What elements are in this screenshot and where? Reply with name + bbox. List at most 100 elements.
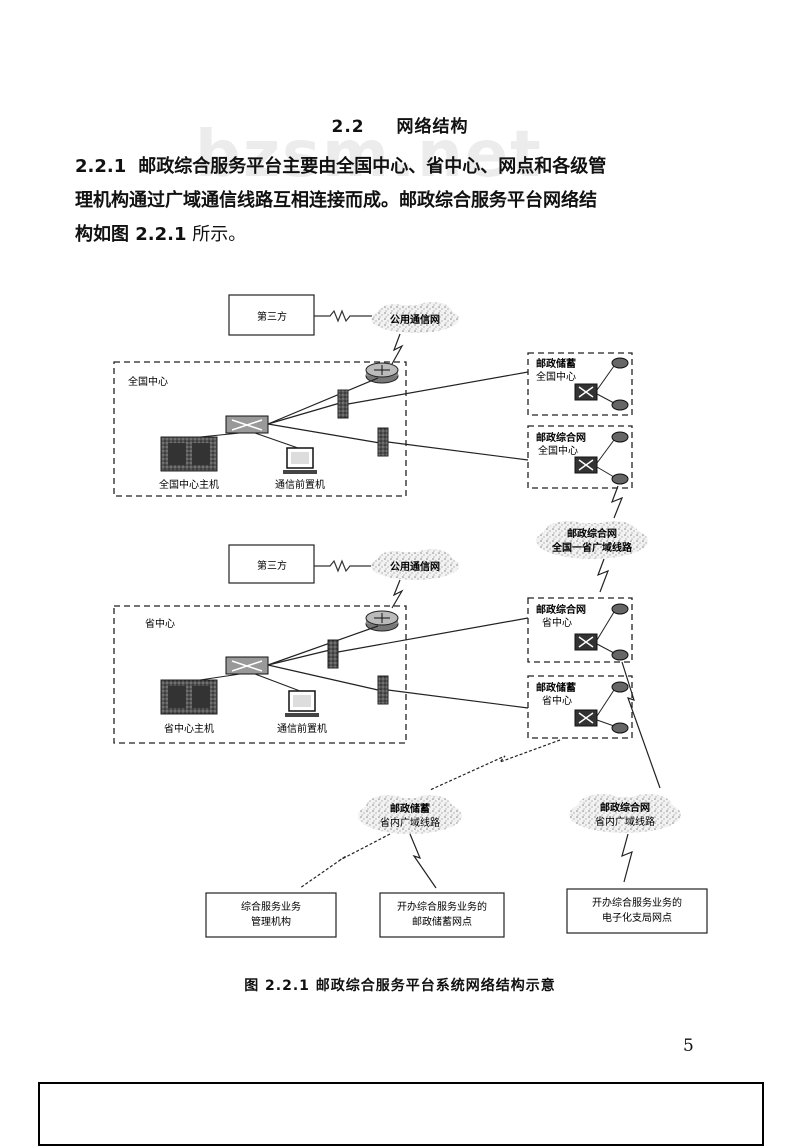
management-label-2: 管理机构: [251, 915, 291, 928]
province-frontend-label: 通信前置机: [277, 722, 327, 735]
outlets-label-2: 邮政储蓄网点: [412, 915, 472, 928]
management-box: [205, 892, 337, 938]
savings-national-label-2: 全国中心: [536, 370, 576, 383]
router-icon: [611, 357, 629, 369]
link-host-switch-province: [199, 673, 241, 681]
service-national-box: [527, 425, 633, 489]
third-party-box-national: [228, 294, 315, 336]
paragraph-line-1: 2.2.1 邮政综合服务平台主要由全国中心、省中心、网点和各级管: [75, 150, 725, 184]
link-to-savings-national: [347, 371, 529, 405]
link-switch-router-national: [267, 377, 379, 425]
paragraph-text-3a: 构如图 2.2.1: [75, 224, 187, 245]
savings-national-box: [527, 352, 633, 416]
link-switch-firewall1-national: [267, 402, 341, 425]
outlets-box: [379, 892, 505, 938]
service-province-box: [527, 597, 633, 663]
body-paragraph: 2.2.1 邮政综合服务平台主要由全国中心、省中心、网点和各级管 理机构通过广域通…: [75, 150, 725, 252]
national-host-label: 全国中心主机: [159, 478, 219, 491]
link-cloud-label-1: 邮政综合网: [567, 527, 617, 540]
outlets-label-1: 开办综合服务业务的: [397, 900, 487, 913]
public-network-cloud-national: [371, 302, 459, 333]
switch-icon: [225, 415, 269, 434]
lightning-link-service-wan: [621, 661, 661, 789]
section-title: 网络结构: [396, 117, 469, 137]
router-icon: [611, 649, 629, 661]
lightning-link-from-cloud: [596, 558, 610, 593]
link-switch-firewall2-national: [267, 423, 381, 444]
bottom-frame: [38, 1082, 764, 1146]
service-province-label-2: 省中心: [542, 616, 572, 629]
national-center-label: 全国中心: [128, 375, 168, 388]
public-network-cloud-province: [371, 549, 459, 580]
computer-icon: [285, 690, 319, 717]
link-to-service-national: [387, 441, 529, 461]
link-switch-firewall1-province: [267, 649, 331, 666]
computer-icon: [283, 447, 317, 474]
switch-icon: [225, 656, 269, 675]
server-icon: [160, 436, 218, 472]
router-icon: [611, 603, 629, 615]
router-icon: [611, 722, 629, 734]
wireless-link-province: [314, 559, 372, 573]
link-to-savings-province: [387, 689, 529, 709]
section-heading: 2.2 网络结构: [0, 112, 800, 137]
link-frontend-switch-province: [254, 673, 301, 692]
third-party-label-national: 第三方: [257, 310, 287, 323]
electronic-label-1: 开办综合服务业务的: [592, 896, 682, 909]
third-party-box-province: [228, 544, 315, 584]
firewall-icon: [377, 675, 389, 705]
service-national-label-2: 全国中心: [538, 444, 578, 457]
national-frontend-label: 通信前置机: [275, 478, 325, 491]
document-page: bzsm.net 2.2 网络结构 2.2.1 邮政综合服务平台主要由全国中心、省…: [0, 112, 800, 1146]
public-network-label-province: 公用通信网: [390, 560, 440, 573]
paragraph-number: 2.2.1: [75, 156, 127, 177]
wireless-link-national: [314, 309, 372, 323]
page-number: 5: [683, 1036, 694, 1056]
link-switch-firewall2-province: [267, 664, 379, 691]
management-label-1: 综合服务业务: [241, 900, 301, 913]
savings-wan-cloud: [358, 795, 462, 834]
firewall-icon: [337, 389, 349, 419]
link-host-switch-national: [199, 432, 241, 438]
electronic-label-2: 电子化支局网点: [602, 911, 672, 924]
province-center-boundary: [113, 605, 407, 744]
service-province-label-1: 邮政综合网: [536, 603, 586, 616]
savings-province-box: [527, 675, 633, 739]
watermark: bzsm.net: [195, 118, 543, 192]
national-center-boundary: [113, 361, 407, 497]
lightning-link-savings-wan: [429, 739, 561, 791]
lightning-link-province: [391, 579, 404, 609]
service-wan-cloud: [569, 794, 681, 833]
service-wan-label-2: 省内广域线路: [595, 815, 655, 828]
savings-province-label-2: 省中心: [542, 694, 572, 707]
paragraph-text-3b: 所示。: [186, 224, 247, 245]
network-diagram: 第三方 公用通信网 全国中心: [113, 294, 708, 938]
province-center-label: 省中心: [145, 617, 175, 630]
paragraph-text-1: 邮政综合服务平台主要由全国中心、省中心、网点和各级管: [138, 156, 607, 177]
public-network-label-national: 公用通信网: [390, 313, 440, 326]
national-province-link-cloud: [536, 521, 648, 559]
savings-national-label-1: 邮政储蓄: [536, 357, 576, 370]
savings-wan-label-1: 邮政储蓄: [390, 802, 430, 815]
lightning-link-national: [391, 333, 404, 365]
savings-wan-label-2: 省内广域线路: [380, 816, 440, 829]
electronic-box: [566, 888, 708, 934]
router-icon: [611, 473, 629, 485]
figure-caption: 图 2.2.1 邮政综合服务平台系统网络结构示意: [244, 978, 556, 994]
link-cloud-label-2: 全国一省广域线路: [551, 541, 633, 554]
province-host-label: 省中心主机: [164, 722, 214, 735]
router-icon: [365, 362, 399, 384]
lightning-link-electronic: [621, 833, 633, 883]
router-icon: [611, 431, 629, 443]
section-number: 2.2: [331, 117, 365, 137]
lightning-link-outlets: [409, 833, 437, 889]
lightning-link-to-cloud: [610, 485, 624, 519]
link-to-service-province: [337, 617, 529, 653]
lightning-link-management: [299, 833, 391, 889]
link-switch-router-province: [267, 625, 379, 666]
server-icon: [160, 679, 218, 715]
savings-province-label-1: 邮政储蓄: [536, 681, 576, 694]
paragraph-line-2: 理机构通过广域通信线路互相连接而成。邮政综合服务平台网络结: [75, 190, 597, 211]
paragraph-line-3: 构如图 2.2.1 所示。: [75, 218, 725, 252]
link-frontend-switch-national: [254, 432, 299, 449]
